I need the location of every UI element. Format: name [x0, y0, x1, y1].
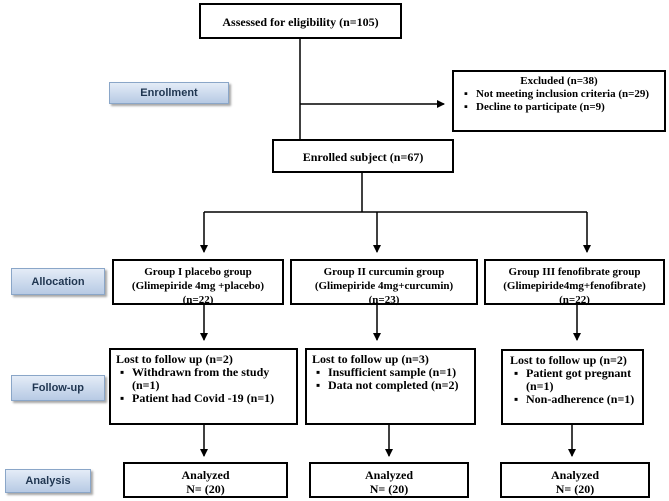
assessed-box: Assessed for eligibility (n=105)	[199, 3, 402, 39]
group1-lost-list: Withdrawn from the study (n=1) Patient h…	[116, 366, 291, 406]
allocation-box-group1: Group I placebo group (Glimepiride 4mg +…	[112, 259, 284, 306]
allocation-box-group2: Group II curcumin group (Glimepiride 4mg…	[290, 259, 478, 306]
group2-lost-title: Lost to follow up (n=3)	[312, 352, 429, 366]
group2-lost-item: Data not completed (n=2)	[312, 379, 469, 393]
group2-analyzed-label: Analyzed	[365, 468, 413, 482]
group2-count: (n=23)	[368, 294, 400, 306]
group1-treatment: (Glimepiride 4mg +placebo)	[131, 280, 265, 292]
analysis-box-group1: Analyzed N= (20)	[123, 462, 288, 498]
assessed-label: Assessed for eligibility (n=105)	[222, 15, 379, 29]
group1-name: Group I placebo group	[144, 266, 252, 278]
excluded-list: Not meeting inclusion criteria (n=29) De…	[460, 88, 658, 114]
group2-analyzed-count: N= (20)	[369, 482, 409, 496]
excluded-item: Decline to participate (n=9)	[460, 101, 658, 114]
group2-treatment: (Glimepiride 4mg+curcumin)	[314, 280, 454, 292]
group3-lost-item: Patient got pregnant (n=1)	[510, 367, 637, 393]
group1-count: (n=22)	[182, 294, 214, 306]
analysis-box-group3: Analyzed N= (20)	[500, 462, 650, 498]
group1-analyzed-label: Analyzed	[181, 468, 230, 482]
group2-lost-item: Insufficient sample (n=1)	[312, 366, 469, 380]
group2-lost-list: Insufficient sample (n=1) Data not compl…	[312, 366, 469, 393]
analysis-box-group2: Analyzed N= (20)	[309, 462, 469, 498]
enrolled-label: Enrolled subject (n=67)	[302, 150, 424, 164]
group3-count: (n=22)	[559, 294, 590, 306]
group3-treatment: (Glimepiride4mg+fenofibrate)	[503, 280, 646, 292]
stage-analysis: Analysis	[5, 469, 91, 493]
group3-lost-list: Patient got pregnant (n=1) Non-adherence…	[510, 367, 637, 407]
group3-name: Group III fenofibrate group	[508, 266, 641, 278]
group1-lost-title: Lost to follow up (n=2)	[116, 352, 233, 366]
stage-enrollment: Enrollment	[109, 82, 229, 104]
stage-followup: Follow-up	[11, 375, 105, 401]
followup-box-group2: Lost to follow up (n=3) Insufficient sam…	[305, 348, 476, 425]
stage-enrollment-label: Enrollment	[140, 87, 198, 99]
stage-followup-label: Follow-up	[32, 382, 84, 394]
excluded-item: Not meeting inclusion criteria (n=29)	[460, 88, 658, 101]
group1-analyzed-count: N= (20)	[186, 482, 225, 496]
group1-lost-item: Patient had Covid -19 (n=1)	[116, 392, 291, 406]
stage-allocation-label: Allocation	[31, 275, 85, 288]
followup-box-group1: Lost to follow up (n=2) Withdrawn from t…	[109, 348, 298, 425]
stage-allocation: Allocation	[11, 268, 105, 295]
group3-lost-title: Lost to follow up (n=2)	[510, 353, 627, 367]
followup-box-group3: Lost to follow up (n=2) Patient got preg…	[501, 349, 644, 425]
enrolled-box: Enrolled subject (n=67)	[272, 139, 454, 173]
group2-name: Group II curcumin group	[323, 266, 445, 278]
allocation-box-group3: Group III fenofibrate group (Glimepiride…	[484, 259, 665, 306]
stage-analysis-label: Analysis	[25, 475, 71, 487]
group3-analyzed-label: Analyzed	[551, 468, 599, 482]
group3-lost-item: Non-adherence (n=1)	[510, 393, 637, 407]
group3-analyzed-count: N= (20)	[555, 482, 595, 496]
excluded-title: Excluded (n=38)	[520, 75, 598, 87]
excluded-box: Excluded (n=38) Not meeting inclusion cr…	[452, 70, 666, 132]
group1-lost-item: Withdrawn from the study (n=1)	[116, 366, 291, 392]
